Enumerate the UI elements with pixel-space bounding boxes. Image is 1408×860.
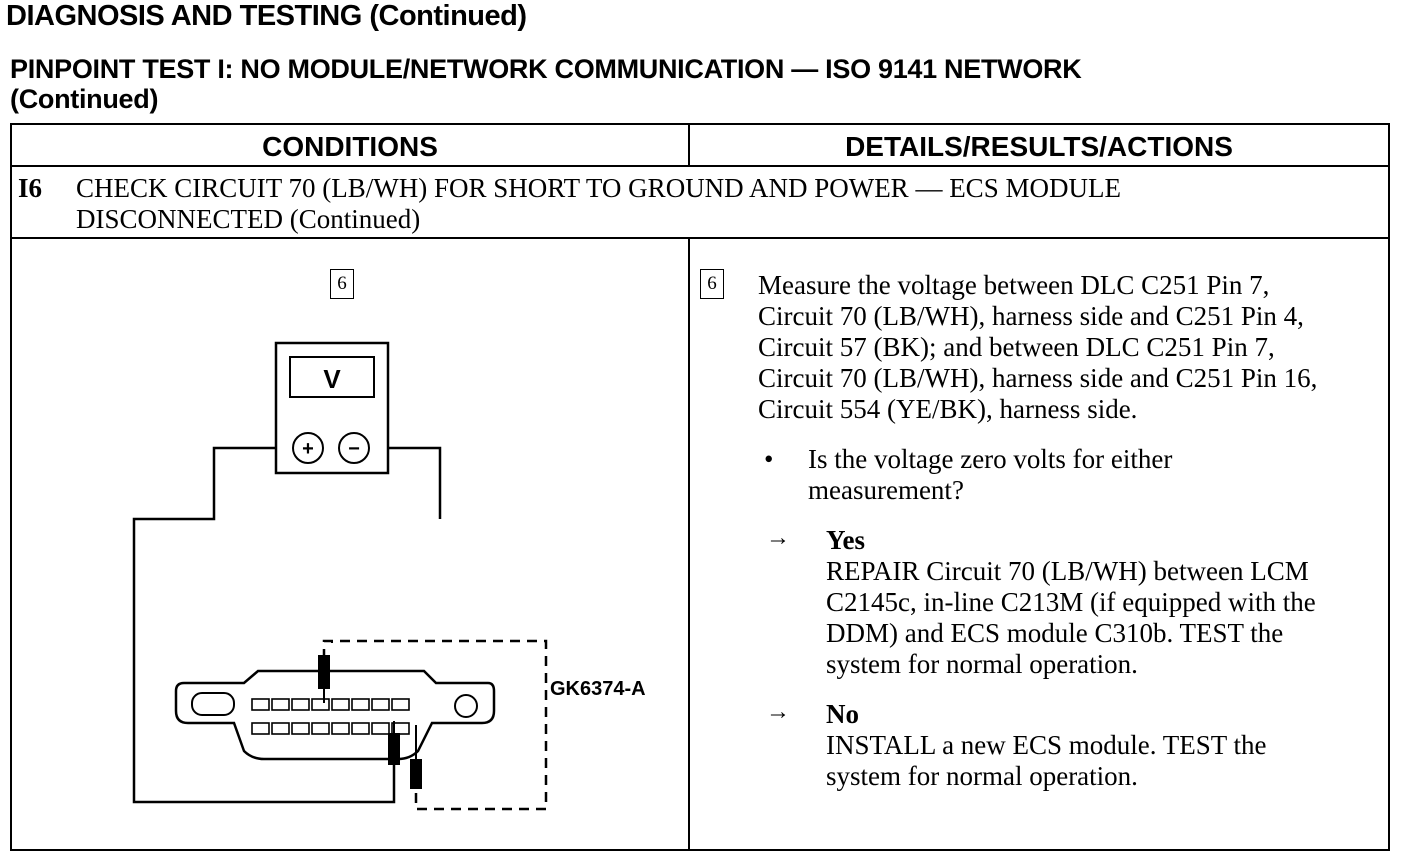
result-no-line: INSTALL a new ECS module. TEST the <box>826 730 1267 760</box>
positive-lead-wire <box>132 446 396 804</box>
voltmeter-dlc-diagram: V + − <box>132 341 548 811</box>
question-line: Is the voltage zero volts for either <box>808 444 1173 474</box>
probe-pin-4 <box>388 721 400 765</box>
diagram-substep-box: 6 <box>330 269 354 299</box>
measure-line: Measure the voltage between DLC C251 Pin… <box>758 270 1270 300</box>
bullet-icon: • <box>764 444 774 474</box>
step-id: I6 <box>18 173 43 203</box>
dlc-connector <box>174 669 496 761</box>
question-item: • Is the voltage zero volts for either m… <box>758 444 1388 506</box>
measure-instruction: Measure the voltage between DLC C251 Pin… <box>758 270 1388 425</box>
dlc-mounting-hole <box>454 694 478 718</box>
page-title: DIAGNOSIS AND TESTING (Continued) <box>6 0 527 32</box>
measure-line: Circuit 554 (YE/BK), harness side. <box>758 394 1138 424</box>
voltmeter-display <box>289 356 375 398</box>
result-no: → No INSTALL a new ECS module. TEST the … <box>758 699 1388 792</box>
pinpoint-test-title: PINPOINT TEST I: NO MODULE/NETWORK COMMU… <box>10 54 1082 114</box>
step-row: I6 CHECK CIRCUIT 70 (LB/WH) FOR SHORT TO… <box>12 167 1388 239</box>
measure-line: Circuit 70 (LB/WH), harness side and C25… <box>758 363 1318 393</box>
result-yes-line: C2145c, in-line C213M (if equipped with … <box>826 587 1316 617</box>
result-yes-line: system for normal operation. <box>826 649 1138 679</box>
details-column-header: DETAILS/RESULTS/ACTIONS <box>690 125 1388 167</box>
question-line: measurement? <box>808 475 964 505</box>
measure-line: Circuit 70 (LB/WH), harness side and C25… <box>758 301 1304 331</box>
result-no-line: system for normal operation. <box>826 761 1138 791</box>
arrow-right-icon: → <box>766 699 790 725</box>
details-content: Measure the voltage between DLC C251 Pin… <box>758 270 1388 792</box>
alternate-lead-wire <box>322 639 548 811</box>
voltmeter-label: V <box>323 364 341 394</box>
details-substep-box: 6 <box>700 269 724 299</box>
pinpoint-test-table: CONDITIONS DETAILS/RESULTS/ACTIONS I6 CH… <box>10 123 1390 851</box>
pinpoint-test-title-line1: PINPOINT TEST I: NO MODULE/NETWORK COMMU… <box>10 54 1082 84</box>
result-yes-line: DDM) and ECS module C310b. TEST the <box>826 618 1284 648</box>
figure-id: GK6374-A <box>550 678 646 700</box>
result-yes-label: Yes <box>826 525 865 555</box>
measure-line: Circuit 57 (BK); and between DLC C251 Pi… <box>758 332 1275 362</box>
probe-pin-7 <box>318 655 330 703</box>
dlc-mounting-slot <box>191 692 235 716</box>
result-yes-line: REPAIR Circuit 70 (LB/WH) between LCM <box>826 556 1309 586</box>
probe-pin-16 <box>410 725 422 789</box>
negative-lead-wire <box>388 446 442 519</box>
result-no-label: No <box>826 699 859 729</box>
positive-terminal-symbol: + <box>302 438 314 460</box>
step-title-line2: DISCONNECTED (Continued) <box>76 204 421 234</box>
negative-terminal <box>338 432 370 464</box>
dlc-pin-rows <box>251 698 410 735</box>
arrow-right-icon: → <box>766 525 790 551</box>
step-title-line1: CHECK CIRCUIT 70 (LB/WH) FOR SHORT TO GR… <box>76 173 1121 203</box>
conditions-column-header: CONDITIONS <box>12 125 690 167</box>
pinpoint-test-title-line2: (Continued) <box>10 84 159 114</box>
positive-terminal <box>292 432 324 464</box>
negative-terminal-symbol: − <box>348 438 360 460</box>
result-yes: → Yes REPAIR Circuit 70 (LB/WH) between … <box>758 525 1388 680</box>
column-divider <box>688 239 690 849</box>
step-title: CHECK CIRCUIT 70 (LB/WH) FOR SHORT TO GR… <box>76 173 1336 235</box>
